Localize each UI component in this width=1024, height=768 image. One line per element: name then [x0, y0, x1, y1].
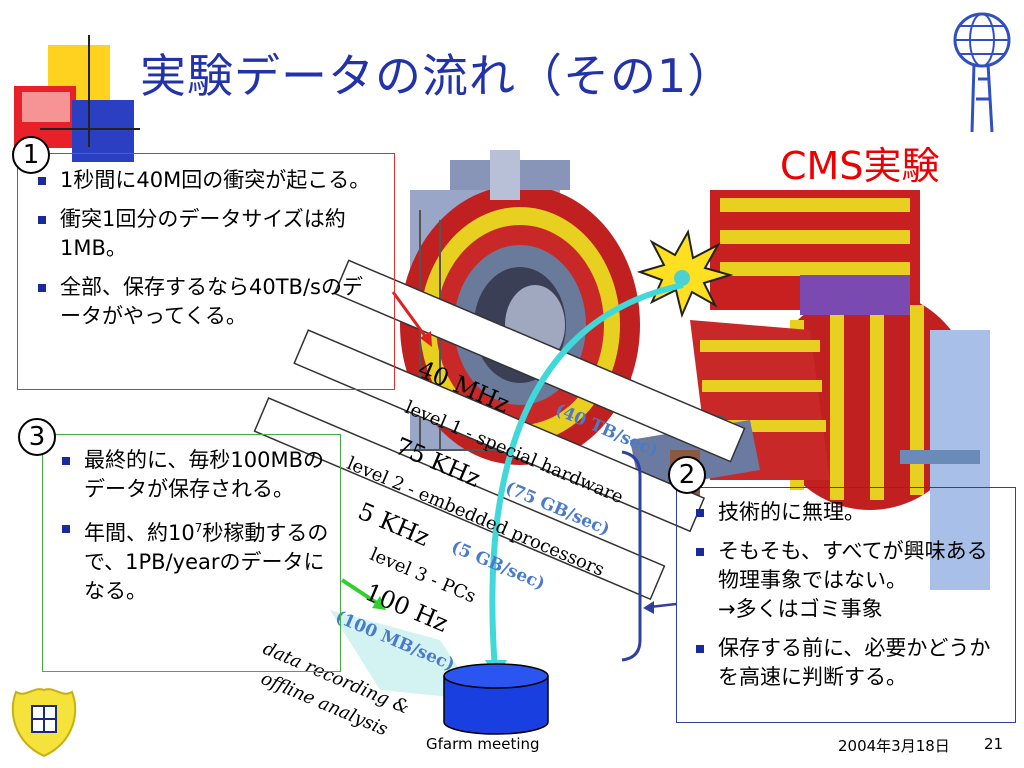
collision-star-icon [636, 229, 734, 319]
box1-number: 1 [12, 136, 50, 174]
box2-item-note: →多くはゴミ事象 [718, 597, 883, 621]
experiment-logo-icon [953, 12, 1011, 133]
box1-item: 1秒間に40M回の衝突が起こる。 [38, 166, 383, 195]
university-logo-icon [11, 688, 77, 758]
box2-item: 保存する前に、必要かどうかを高速に判断する。 [696, 634, 1008, 692]
footer-date: 2004年3月18日 [838, 737, 950, 755]
box2-item: そもそも、すべてが興味ある物理事象ではない。 →多くはゴミ事象 [696, 537, 1008, 624]
box-2 [676, 487, 1016, 723]
box2-list: 技術的に無理。 そもそも、すべてが興味ある物理事象ではない。 →多くはゴミ事象 保… [696, 498, 1008, 702]
slide-title: 実験データの流れ（その1） [140, 49, 735, 103]
box2-number: 2 [668, 456, 706, 494]
storage-database-icon [443, 663, 549, 735]
cms-label: CMS実験 [780, 144, 940, 188]
box3-number: 3 [18, 418, 56, 456]
box1-item: 全部、保存するなら40TB/sのデータがやってくる。 [38, 273, 383, 331]
box3-list: 最終的に、毎秒100MBのデータが保存される。 年間、約107秒稼動するので、1… [62, 446, 330, 616]
box-1 [17, 153, 395, 390]
box2-item: 技術的に無理。 [696, 498, 1008, 527]
box-3 [42, 434, 341, 672]
box2-item-text: そもそも、すべてが興味ある物理事象ではない。 [718, 539, 988, 592]
page-number: 21 [984, 735, 1004, 753]
box3-item: 年間、約107秒稼動するので、1PB/yearのデータになる。 [62, 514, 330, 606]
box3-item: 最終的に、毎秒100MBのデータが保存される。 [62, 446, 330, 504]
footer-title: Gfarm meeting [426, 735, 540, 753]
box1-list: 1秒間に40M回の衝突が起こる。 衝突1回分のデータサイズは約1MB。 全部、保… [38, 166, 383, 341]
box3-item-exponent: 7 [194, 521, 203, 535]
box3-item-text: 年間、約10 [84, 521, 195, 545]
box3-item-text: 秒稼動するので、1PB/yearのデータになる。 [84, 521, 329, 603]
box1-item: 衝突1回分のデータサイズは約1MB。 [38, 205, 383, 263]
